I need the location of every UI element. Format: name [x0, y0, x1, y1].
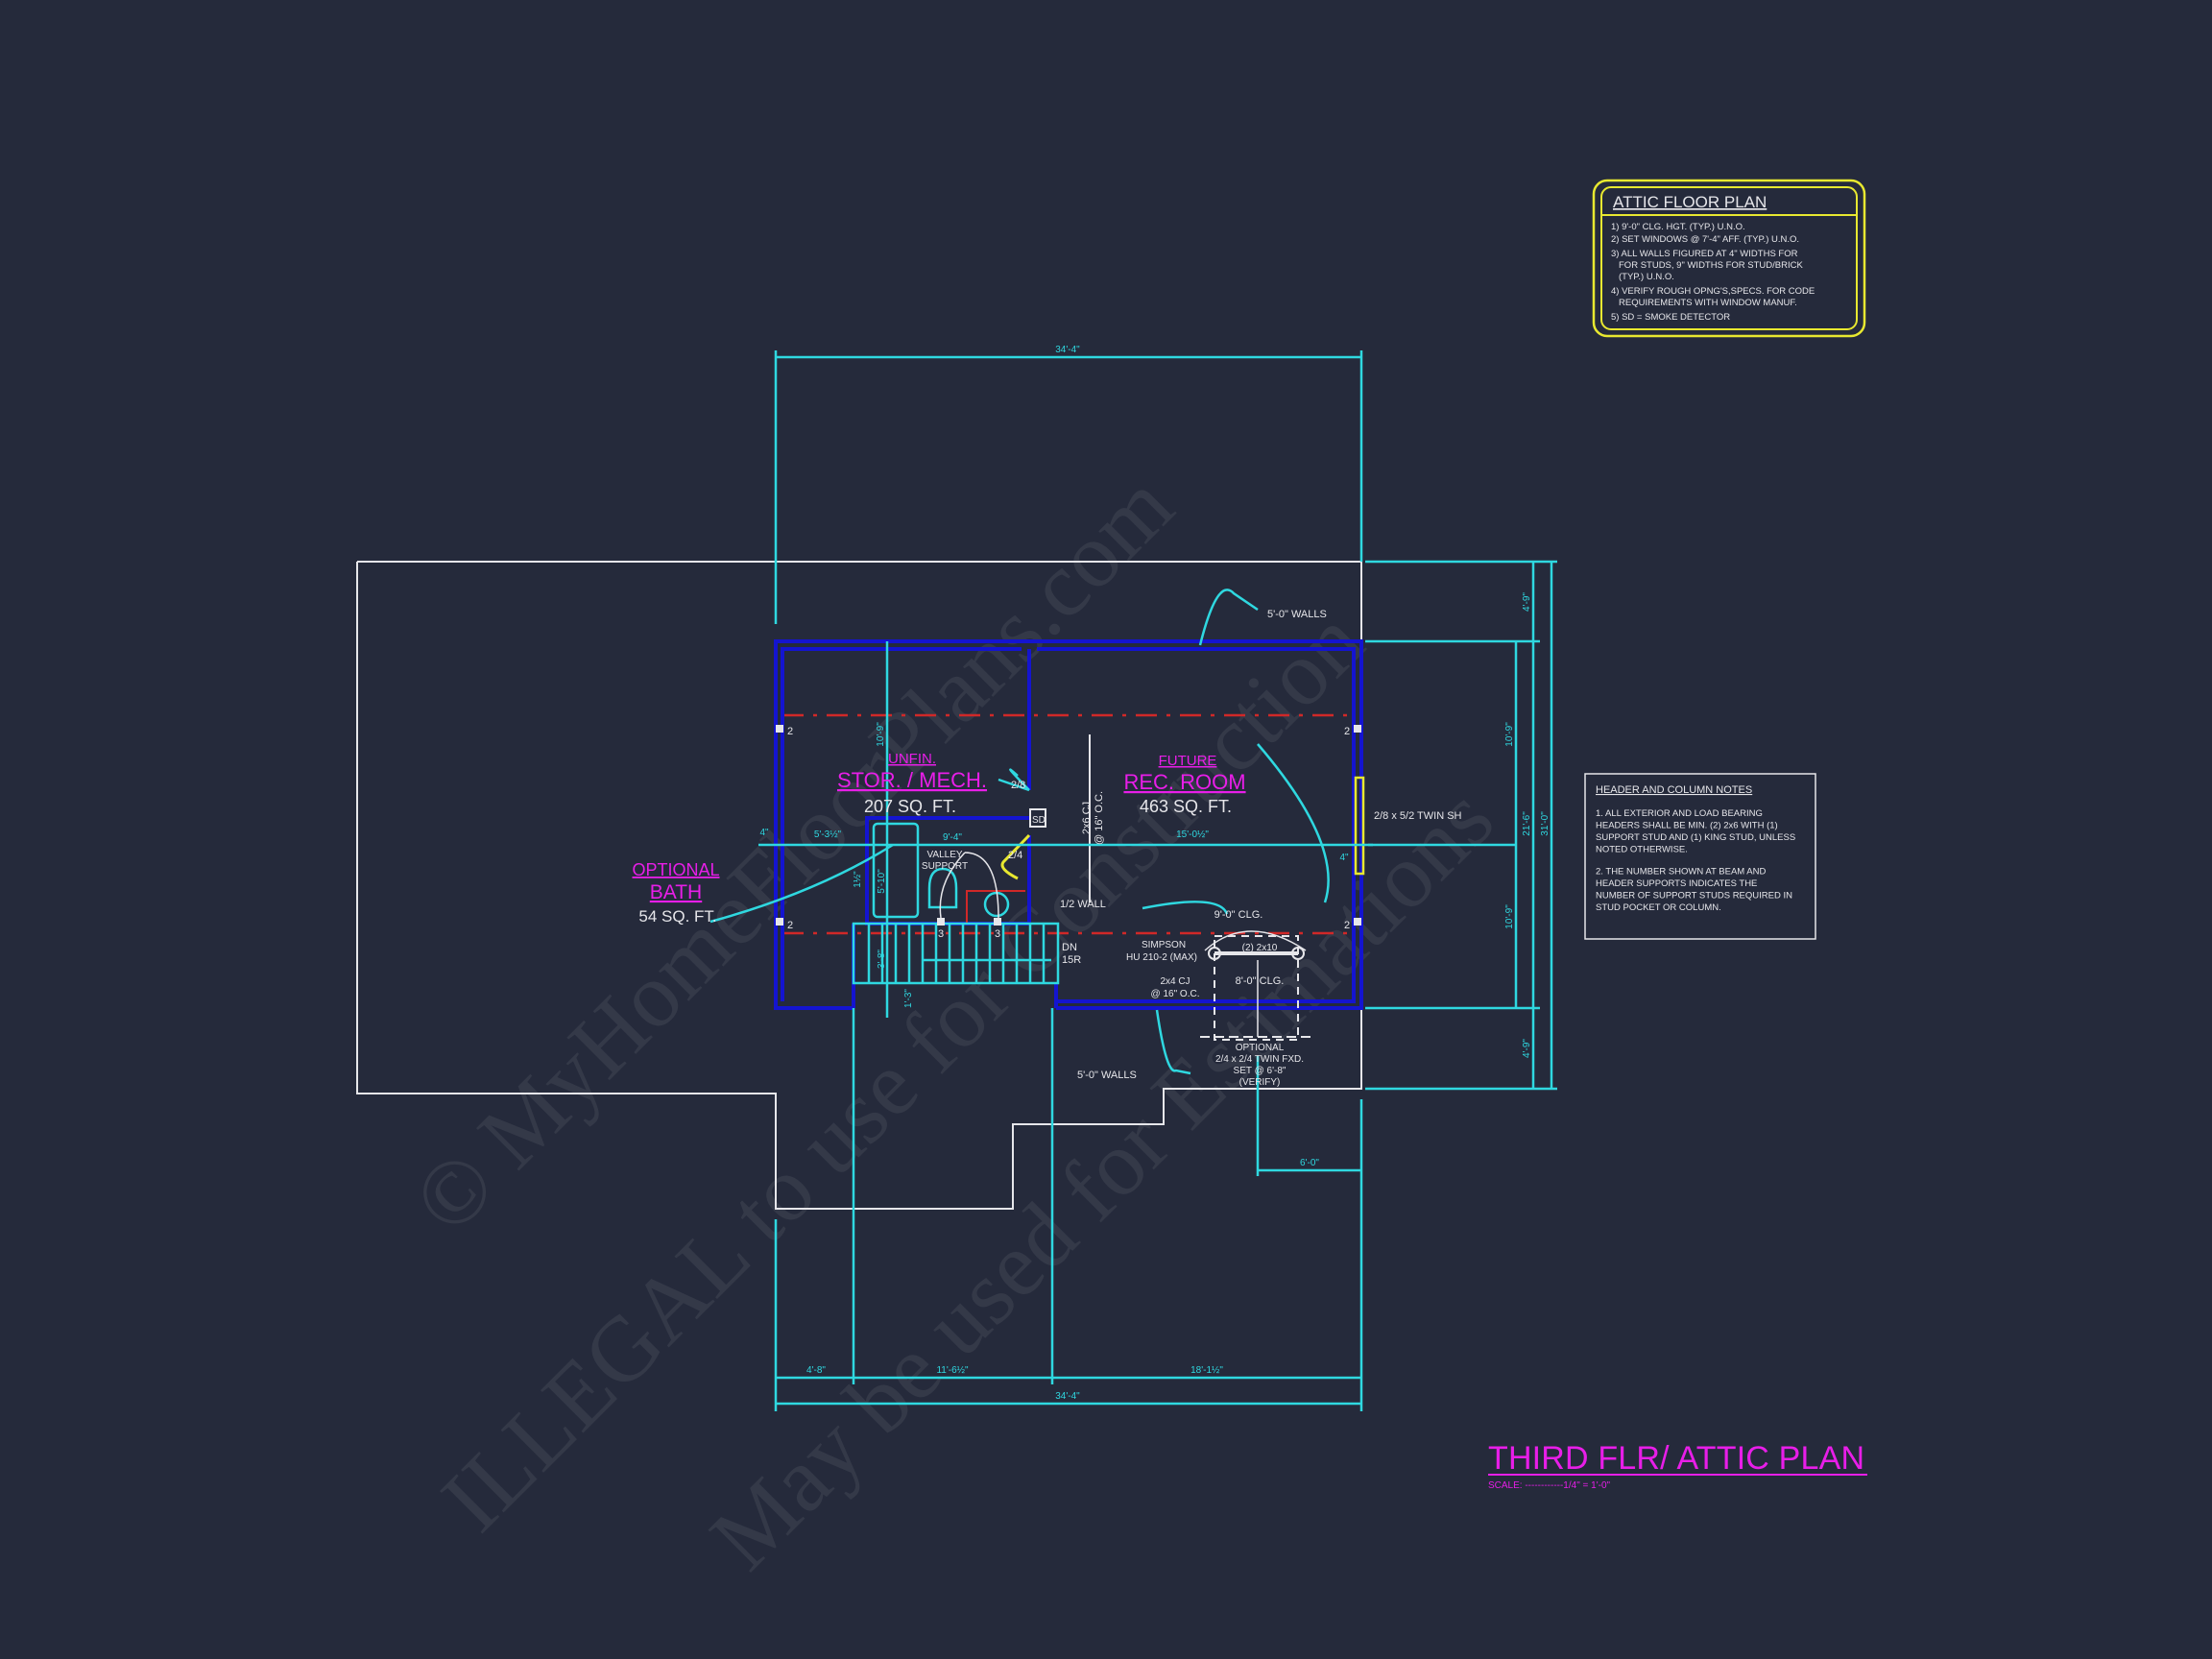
attic-notes-box: ATTIC FLOOR PLAN 1) 9'-0" CLG. HGT. (TYP… — [1592, 179, 1866, 338]
dim-interior: 9'-4" — [943, 832, 962, 843]
drawing-title: THIRD FLR/ ATTIC PLAN — [1488, 1440, 1864, 1477]
stud-count: 2 — [787, 726, 793, 737]
note-dormer-3: SET @ 6'-8" — [1234, 1066, 1286, 1076]
dim-stor-depth: 10'-9" — [876, 722, 886, 747]
dim-right-outer: 31'-0" — [1540, 811, 1551, 836]
room-bath-line1: OPTIONAL — [632, 860, 719, 879]
leader-valley — [939, 852, 999, 919]
leader-simpson — [1204, 930, 1307, 951]
dim-right-seg: 4'-9" — [1522, 592, 1532, 612]
dim-tub-length: 5'-10" — [877, 869, 887, 894]
room-rec-line1: FUTURE — [1159, 753, 1217, 769]
note-clg-8: 8'-0" CLG. — [1236, 975, 1285, 987]
dim-stair-offset: 1'-3" — [903, 989, 914, 1008]
bathtub-icon — [872, 822, 920, 919]
note-line: 1) 9'-0" CLG. HGT. (TYP.) U.N.O. — [1611, 222, 1745, 232]
dim-top-overall: 34'-4" — [1055, 345, 1080, 355]
note-line: 3) ALL WALLS FIGURED AT 4" WIDTHS FOR — [1611, 249, 1798, 259]
dim-right-middle: 21'-6" — [1522, 811, 1532, 836]
attic-notes-title: ATTIC FLOOR PLAN — [1613, 193, 1767, 211]
note-simpson-2: HU 210-2 (MAX) — [1126, 952, 1197, 963]
note-line: 5) SD = SMOKE DETECTOR — [1611, 312, 1730, 323]
stud-count: 3 — [995, 928, 1000, 940]
note-cj-2x4-2: @ 16" O.C. — [1151, 989, 1200, 999]
stud-count: 2 — [1344, 726, 1350, 737]
door-swing-2-4 — [1000, 833, 1031, 880]
note-line: SUPPORT STUD AND (1) KING STUD, UNLESS — [1596, 832, 1795, 843]
header-notes-title: HEADER AND COLUMN NOTES — [1596, 784, 1752, 796]
stud-count: 3 — [938, 928, 944, 940]
room-stor-area: 207 SQ. FT. — [864, 797, 956, 816]
dim-right-seg: 4'-9" — [1522, 1039, 1532, 1058]
note-dormer-4: (VERIFY) — [1239, 1077, 1281, 1088]
watermark: © MyHomeFloorPlans.com ILLEGAL to use fo… — [393, 453, 1512, 1588]
room-bath-area: 54 SQ. FT. — [638, 907, 716, 926]
note-valley-1: VALLEY — [926, 850, 962, 860]
note-line: NOTED OTHERWISE. — [1596, 845, 1688, 855]
note-dormer-1: OPTIONAL — [1236, 1043, 1285, 1053]
room-stor-line1: UNFIN. — [888, 751, 936, 767]
note-line: 2) SET WINDOWS @ 7'-4" AFF. (TYP.) U.N.O… — [1611, 234, 1799, 245]
note-line: 2. THE NUMBER SHOWN AT BEAM AND — [1596, 867, 1767, 878]
note-line: (TYP.) U.N.O. — [1619, 272, 1674, 282]
note-cj-2: @ 16" O.C. — [1094, 791, 1105, 845]
note-line: REQUIREMENTS WITH WINDOW MANUF. — [1619, 298, 1797, 308]
leaders — [709, 589, 1330, 1075]
dim-stair-width: 3'-8" — [877, 950, 887, 969]
note-walls-bottom: 5'-0" WALLS — [1077, 1070, 1137, 1081]
dim-interior: 15'-0½" — [1176, 830, 1209, 840]
note-door-2: 2/4 — [1008, 850, 1022, 861]
dim-interior: 4" — [759, 828, 769, 838]
dim-interior: 4" — [1339, 853, 1349, 863]
smoke-detector-icon — [1029, 808, 1046, 828]
note-cj-1: 2x6 CJ — [1081, 802, 1093, 834]
room-bath-line2: BATH — [650, 881, 702, 903]
note-line: NUMBER OF SUPPORT STUDS REQUIRED IN — [1596, 891, 1792, 902]
header-notes-box: HEADER AND COLUMN NOTES 1. ALL EXTERIOR … — [1584, 773, 1816, 940]
note-cj-2x4-1: 2x4 CJ — [1160, 976, 1190, 987]
note-line: 1. ALL EXTERIOR AND LOAD BEARING — [1596, 808, 1763, 819]
window-twin-sh — [1354, 776, 1365, 876]
note-clg-9: 9'-0" CLG. — [1214, 909, 1263, 921]
note-line: FOR STUDS, 9" WIDTHS FOR STUD/BRICK — [1619, 260, 1803, 271]
room-rec-line2: REC. ROOM — [1123, 770, 1245, 794]
stair — [852, 922, 1060, 985]
dim-bottom-overall: 34'-4" — [1055, 1391, 1080, 1402]
dim-right-seg: 10'-9" — [1504, 722, 1515, 747]
dim-bottom-seg: 18'-1½" — [1190, 1365, 1223, 1376]
note-walls-top: 5'-0" WALLS — [1267, 609, 1327, 620]
note-line: STUD POCKET OR COLUMN. — [1596, 902, 1721, 913]
note-valley-2: SUPPORT — [922, 861, 968, 872]
toilet-icon — [927, 867, 958, 909]
note-line: HEADERS SHALL BE MIN. (2) 2x6 WITH (1) — [1596, 821, 1778, 831]
note-simpson-1: SIMPSON — [1142, 940, 1186, 950]
dim-bottom-seg: 4'-8" — [806, 1365, 826, 1376]
note-door-1: 2/8 — [1011, 780, 1025, 791]
door-swing-2-8 — [998, 768, 1030, 792]
dimension-lines — [758, 350, 1557, 1411]
column-markers — [776, 725, 1361, 926]
note-stair-risers: 15R — [1062, 954, 1081, 966]
dim-bottom-seg: 11'-6½" — [936, 1365, 969, 1376]
note-line: HEADER SUPPORTS INDICATES THE — [1596, 878, 1757, 889]
note-window: 2/8 x 5/2 TWIN SH — [1374, 810, 1462, 822]
dim-interior: 5'-3½" — [814, 830, 842, 840]
dormer — [1200, 935, 1310, 1041]
note-dormer-2: 2/4 x 2/4 TWIN FXD. — [1215, 1054, 1304, 1065]
drawing-scale: SCALE: ------------1/4" = 1'-0" — [1488, 1480, 1611, 1491]
note-line: 4) VERIFY ROUGH OPNG'S,SPECS. FOR CODE — [1611, 286, 1815, 297]
dim-dormer-offset: 6'-0" — [1300, 1158, 1319, 1168]
note-beam: (2) 2x10 — [1242, 943, 1278, 953]
note-stair-dn: DN — [1062, 942, 1077, 953]
half-wall-red — [966, 890, 1025, 924]
note-half-wall: 1/2 WALL — [1060, 899, 1106, 910]
dim-tub-gap: 1½" — [853, 871, 863, 888]
room-stor-line2: STOR. / MECH. — [837, 768, 987, 792]
stud-count: 2 — [1344, 920, 1350, 931]
note-smoke-detector: SD — [1032, 815, 1046, 826]
stud-count: 2 — [787, 920, 793, 931]
room-rec-area: 463 SQ. FT. — [1140, 797, 1232, 816]
dim-right-seg: 10'-9" — [1504, 904, 1515, 929]
